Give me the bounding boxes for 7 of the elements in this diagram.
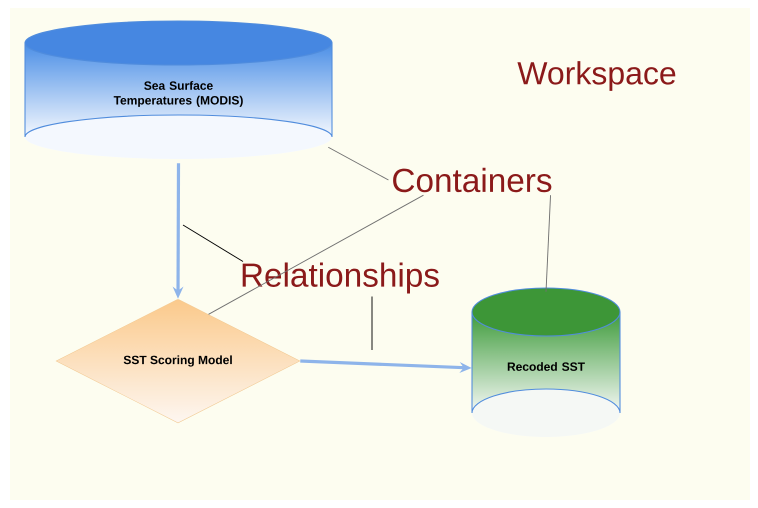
database-cylinder: Sea Surface Temperatures (MODIS) [24, 20, 333, 159]
database-cylinder: Recoded SST [471, 287, 621, 437]
callout-text: Containers [393, 168, 552, 192]
leader-line [328, 146, 389, 180]
leader-line [182, 224, 244, 262]
leader-line [546, 194, 551, 292]
heading: Workspace [517, 61, 676, 91]
